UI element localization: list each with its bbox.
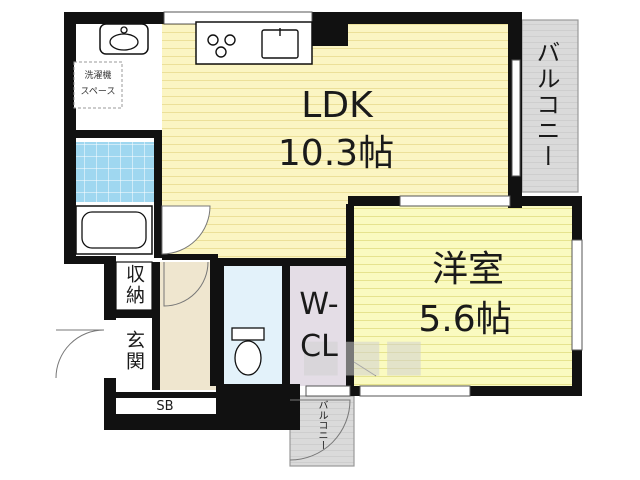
- balcony-main-label: バルコニー: [532, 40, 560, 170]
- wcl-floor: [288, 262, 350, 386]
- bath-tile: [72, 142, 156, 202]
- entrance-floor: [112, 318, 158, 388]
- ldk-name: LDK: [301, 85, 373, 126]
- entry-floor: [160, 262, 216, 390]
- storage-closet: [115, 261, 153, 311]
- washer-label-2: スペース: [80, 87, 116, 97]
- shoe-box-label: SB: [156, 399, 174, 414]
- watermark: ■■■: [300, 330, 425, 381]
- wcl-name-line1: W-: [299, 287, 339, 322]
- western-floor: [352, 204, 572, 392]
- bathtub: [75, 205, 153, 255]
- washer-label-1: 洗濯機: [84, 71, 112, 81]
- wcl-name-line2: CL: [300, 329, 338, 364]
- western-name: 洋室: [431, 249, 504, 290]
- kitchen-counter: [195, 21, 313, 65]
- balcony-main: [521, 19, 579, 193]
- balcony-small: [289, 395, 355, 467]
- doors: [55, 205, 377, 461]
- balcony-small-label: バルコニー: [316, 400, 327, 450]
- western-size: 5.6帖: [418, 299, 512, 340]
- storage-label: 収納: [123, 264, 145, 306]
- windows: [163, 11, 583, 397]
- toilet: [231, 327, 265, 376]
- washbasin: [99, 23, 149, 55]
- washer-space: [73, 61, 123, 109]
- ldk-size: 10.3帖: [277, 133, 395, 174]
- entrance-label: 玄関: [123, 330, 145, 372]
